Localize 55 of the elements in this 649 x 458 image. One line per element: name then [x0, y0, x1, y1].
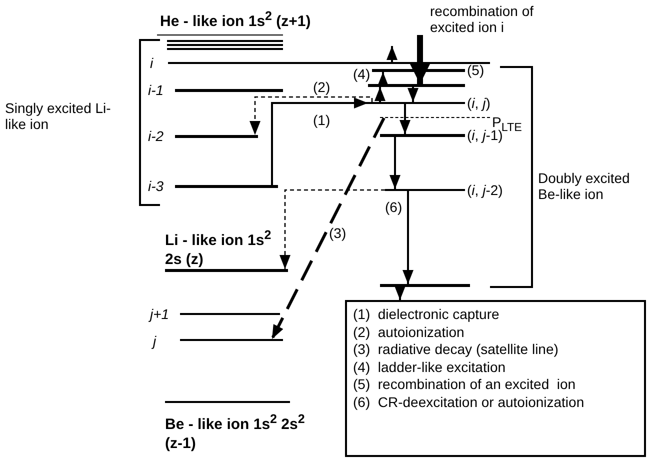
legend-entry: (4) ladder-like excitation [353, 358, 507, 376]
energy-level-line [385, 189, 465, 191]
arrow [271, 98, 368, 185]
arrow [378, 72, 388, 86]
energy-level-line [168, 62, 490, 64]
edge-label: (3) [328, 226, 348, 241]
legend-entry: (2) autoionization [353, 324, 466, 341]
edge-label: (2) [312, 80, 332, 95]
arrow [270, 117, 386, 340]
level-label: i-2 [148, 128, 164, 144]
arrow [374, 87, 386, 102]
legend-entry: (1) dielectronic capture [353, 306, 500, 324]
legend-entry: (5) recombination of an excited ion [353, 376, 577, 394]
energy-level-line [380, 284, 470, 286]
energy-level-line [165, 401, 290, 403]
level-label: (i, j) [467, 95, 490, 111]
energy-level-line [368, 102, 465, 104]
energy-level-line [180, 339, 283, 341]
level-label: i-3 [148, 178, 164, 194]
ion-label: Be - like ion 1s$^{2}$ 2s$^{2}$ (z-1) [165, 411, 306, 453]
annotation-text: recombination of excited ion i [430, 3, 542, 35]
edge-label: (4) [352, 67, 372, 82]
energy-level-line [165, 268, 288, 272]
arrow [386, 46, 398, 62]
edge-label: (6) [384, 200, 404, 215]
arrow [400, 104, 410, 134]
level-label: (5) [467, 62, 484, 78]
energy-level-line [372, 68, 465, 72]
arrow [408, 87, 418, 102]
legend-box [345, 300, 646, 457]
energy-level-line [368, 84, 465, 86]
level-label: i-1 [148, 82, 164, 98]
energy-level-line [180, 313, 280, 315]
level-label: j [153, 333, 156, 349]
arrow [280, 189, 385, 269]
energy-level-line [175, 184, 278, 188]
arrow [409, 35, 431, 84]
level-label: i [150, 55, 154, 71]
arrow [394, 286, 406, 300]
ion-label: He - like ion 1s$^{2}$ (z+1) [160, 8, 311, 30]
energy-level-line [380, 134, 465, 136]
legend-entry: (6) CR-deexcitation or autoionization [353, 394, 586, 411]
legend-entry: (3) radiative decay (satellite line) [353, 341, 560, 358]
arrow [402, 191, 414, 284]
energy-level-line [175, 88, 283, 92]
arrow [250, 96, 373, 135]
ion-label: Li - like ion 1s$^{2}$ 2s (z) [165, 227, 272, 269]
bracket-label: Singly excited Li-like ion [5, 100, 112, 132]
edge-label: (1) [312, 113, 332, 128]
arrow [390, 137, 400, 189]
energy-level-line [380, 116, 490, 118]
level-label: (i, j-2) [467, 182, 503, 198]
bracket-label: Doubly excited Be-like ion [538, 170, 631, 202]
energy-level-line [175, 134, 258, 138]
level-label: j+1 [150, 306, 170, 322]
